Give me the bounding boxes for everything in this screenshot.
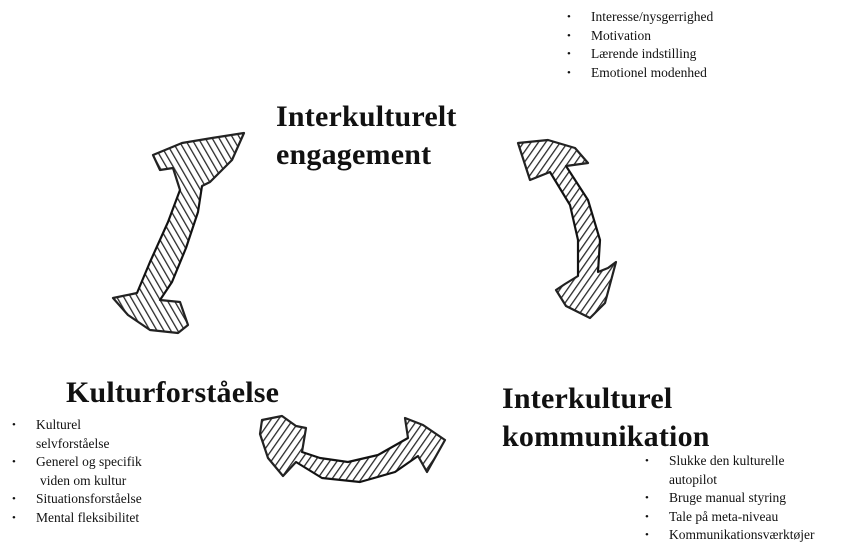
- understanding-title: Kulturforståelse: [66, 376, 280, 409]
- list-item: Emotionel modenhed: [567, 64, 713, 83]
- understanding-bullet-list: Kulturel selvforståelse Generel og speci…: [12, 416, 142, 527]
- list-item: Slukke den kulturelle autopilot: [645, 452, 815, 489]
- list-item: Tale på meta-niveau: [645, 508, 815, 527]
- list-item: Generel og specifik viden om kultur: [12, 453, 142, 490]
- engagement-title: Interkulturelt engagement: [276, 100, 457, 171]
- arrow-communication-to-understanding: [258, 414, 447, 484]
- list-item: Motivation: [567, 27, 713, 46]
- list-item: Kulturel selvforståelse: [12, 416, 142, 453]
- list-item: Lærende indstilling: [567, 45, 713, 64]
- engagement-bullet-list: Interesse/nysgerrighed Motivation Lærend…: [567, 8, 713, 82]
- arrow-engagement-to-communication: [516, 138, 618, 320]
- communication-title: Interkulturel kommunikation: [502, 382, 710, 453]
- arrow-understanding-to-engagement: [111, 131, 246, 335]
- list-item: Kommunikationsværktøjer: [645, 526, 815, 545]
- list-item: Interesse/nysgerrighed: [567, 8, 713, 27]
- list-item: Mental fleksibilitet: [12, 509, 142, 528]
- list-item: Bruge manual styring: [645, 489, 815, 508]
- list-item: Situationsforståelse: [12, 490, 142, 509]
- communication-bullet-list: Slukke den kulturelle autopilot Bruge ma…: [645, 452, 815, 545]
